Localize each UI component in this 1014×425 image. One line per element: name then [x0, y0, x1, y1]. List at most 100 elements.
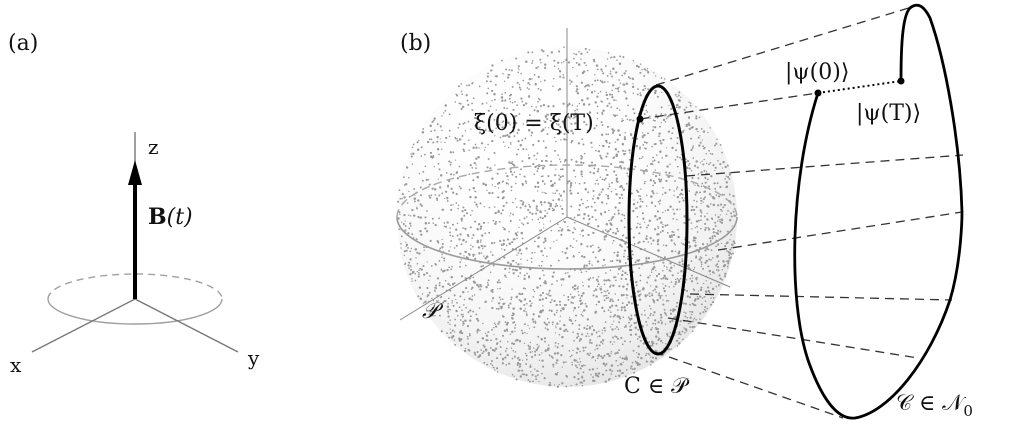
sphere-dot	[667, 130, 671, 133]
sphere-dot	[644, 182, 646, 185]
sphere-dot	[611, 242, 614, 244]
sphere-dot	[525, 313, 528, 315]
sphere-dot	[496, 357, 499, 360]
sphere-dot	[557, 198, 561, 201]
sphere-dot	[533, 290, 536, 293]
sphere-dot	[570, 158, 573, 161]
sphere-dot	[553, 174, 557, 177]
sphere-dot	[459, 266, 461, 268]
sphere-dot	[613, 170, 616, 173]
sphere-dot	[580, 58, 582, 60]
sphere-dot	[469, 334, 471, 337]
sphere-dot	[498, 296, 501, 299]
sphere-dot	[677, 280, 681, 283]
sphere-dot	[684, 302, 688, 305]
sphere-dot	[537, 66, 539, 68]
sphere-dot	[610, 352, 612, 354]
sphere-dot	[558, 174, 560, 177]
sphere-dot	[431, 156, 434, 159]
sphere-dot	[510, 185, 513, 188]
sphere-dot	[603, 326, 606, 330]
sphere-dot	[469, 195, 472, 199]
sphere-dot	[654, 169, 657, 171]
sphere-dot	[462, 227, 464, 229]
sphere-dot	[540, 49, 543, 52]
sphere-dot	[727, 267, 729, 269]
sphere-dot	[714, 221, 717, 224]
sphere-dot	[455, 202, 458, 204]
sphere-dot	[450, 268, 452, 271]
sphere-dot	[611, 96, 614, 99]
sphere-dot	[556, 322, 559, 325]
sphere-dot	[540, 62, 542, 64]
sphere-dot	[550, 264, 552, 267]
sphere-dot	[615, 153, 618, 156]
sphere-dot	[543, 183, 546, 185]
sphere-dot	[639, 293, 642, 296]
sphere-dot	[486, 92, 489, 95]
sphere-dot	[439, 125, 442, 128]
sphere-dot	[542, 223, 545, 225]
sphere-dot	[512, 268, 515, 271]
sphere-dot	[707, 265, 709, 268]
sphere-dot	[546, 318, 549, 320]
sphere-dot	[637, 328, 639, 331]
sphere-dot	[460, 107, 463, 110]
sphere-dot	[710, 241, 712, 243]
sphere-dot	[656, 298, 659, 302]
sphere-dot	[540, 309, 543, 312]
sphere-dot	[611, 260, 614, 263]
sphere-dot	[452, 151, 455, 154]
sphere-dot	[674, 93, 677, 96]
sphere-dot	[605, 272, 607, 274]
sphere-dot	[495, 75, 498, 78]
sphere-dot	[479, 227, 482, 230]
sphere-dot	[577, 291, 579, 293]
sphere-dot	[586, 129, 589, 132]
sphere-dot	[570, 80, 573, 83]
sphere-dot	[526, 87, 528, 89]
sphere-dot	[534, 165, 537, 169]
sphere-dot	[687, 164, 690, 166]
sphere-dot	[571, 361, 573, 364]
sphere-dot	[403, 196, 406, 199]
sphere-dot	[732, 195, 735, 198]
sphere-dot	[458, 165, 461, 168]
sphere-dot	[614, 276, 617, 278]
sphere-dot	[544, 237, 547, 240]
sphere-dot	[588, 260, 591, 263]
sphere-dot	[476, 328, 480, 331]
sphere-dot	[491, 291, 494, 293]
sphere-dot	[595, 344, 598, 347]
sphere-dot	[516, 237, 518, 240]
sphere-dot	[471, 167, 474, 169]
sphere-dot	[623, 253, 625, 255]
sphere-dot	[578, 294, 580, 296]
sphere-dot	[688, 296, 691, 299]
sphere-dot	[639, 226, 642, 229]
sphere-dot	[660, 77, 663, 79]
sphere-dot	[634, 333, 637, 336]
sphere-dot	[424, 216, 427, 219]
sphere-dot	[596, 68, 599, 71]
sphere-dot	[589, 171, 592, 174]
sphere-dot	[519, 219, 521, 221]
sphere-dot	[600, 291, 603, 294]
sphere-dot	[574, 122, 577, 125]
sphere-dot	[491, 254, 494, 257]
sphere-dot	[632, 78, 635, 80]
sphere-dot	[586, 324, 589, 327]
sphere-dot	[609, 260, 612, 262]
sphere-dot	[592, 244, 594, 247]
sphere-dot	[542, 365, 545, 368]
sphere-dot	[491, 364, 494, 367]
sphere-dot	[408, 195, 411, 198]
sphere-dot	[511, 173, 514, 176]
sphere-dot	[658, 216, 661, 220]
sphere-dot	[600, 157, 603, 160]
sphere-dot	[563, 61, 565, 63]
sphere-dot	[618, 259, 621, 262]
sphere-dot	[671, 236, 673, 238]
sphere-dot	[630, 119, 632, 121]
sphere-dot	[439, 186, 442, 189]
